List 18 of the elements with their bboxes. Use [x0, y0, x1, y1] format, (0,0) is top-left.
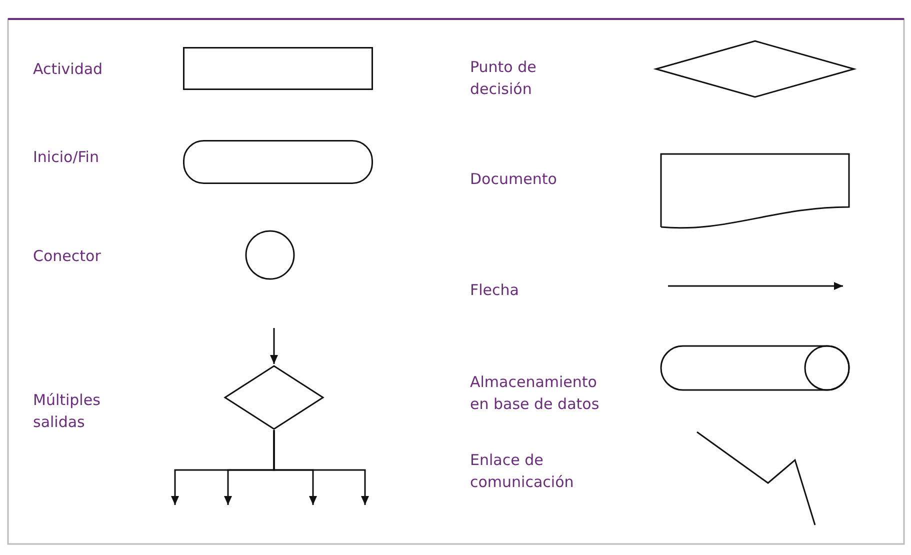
decision-diamond	[224, 365, 324, 430]
symbol-name: Enlace de comunicación	[470, 450, 575, 493]
connector-circle	[245, 230, 295, 280]
symbol-name: Conector	[33, 246, 101, 267]
symbol-name: Punto de decisión	[470, 57, 538, 100]
decision-diamond	[655, 40, 855, 98]
activity-box	[183, 47, 373, 90]
symbol-name: Inicio/Fin	[33, 147, 99, 168]
document-shape	[660, 153, 850, 229]
arrow	[270, 328, 278, 364]
symbol-name: Documento	[470, 169, 557, 190]
symbol-name: Flecha	[470, 280, 519, 301]
arrow	[273, 430, 369, 505]
storage-cylinder	[660, 345, 850, 391]
terminator-shape	[183, 140, 373, 184]
symbol-name: Almacenamiento en base de datos	[470, 372, 600, 415]
symbol-name: Múltiples salidas	[33, 390, 102, 433]
symbol-name: Actividad	[33, 59, 103, 80]
